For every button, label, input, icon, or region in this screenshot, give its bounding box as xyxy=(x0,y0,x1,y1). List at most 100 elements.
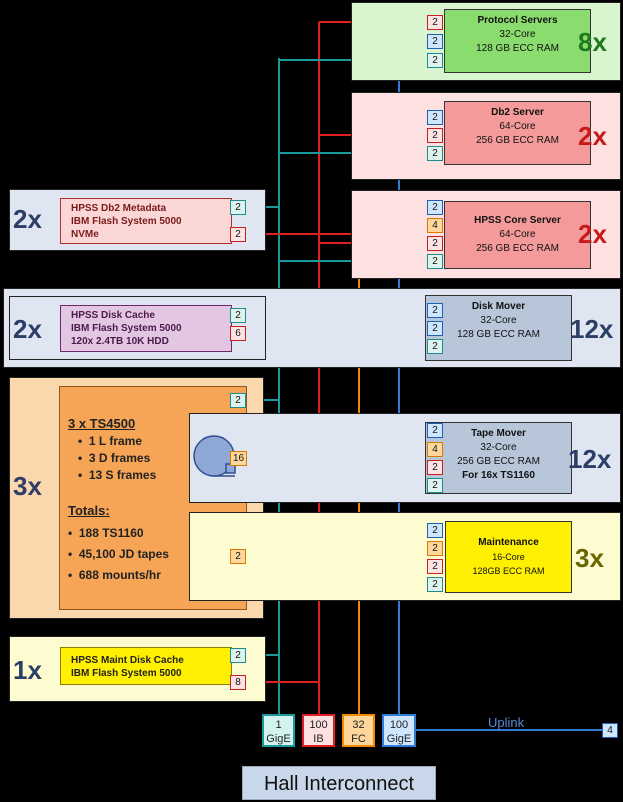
port: 6 xyxy=(230,326,246,341)
port: 2 xyxy=(230,227,246,242)
server-cores: 16-Core xyxy=(492,552,525,562)
storage-multiplier: 2x xyxy=(13,204,42,234)
server-ram: 128GB ECC RAM xyxy=(472,566,545,576)
port: 2 xyxy=(427,339,443,354)
server-multiplier: 2x xyxy=(578,219,607,249)
port: 2 xyxy=(427,53,443,68)
port: 4 xyxy=(427,218,443,233)
port: 2 xyxy=(427,128,443,143)
server-cores: 32-Core xyxy=(480,442,517,453)
port: 2 xyxy=(427,146,443,161)
db2-server-box: Db2 Server 64-Core 256 GB ECC RAM xyxy=(444,101,591,165)
port: 2 xyxy=(427,110,443,125)
server-note: For 16x TS1160 xyxy=(462,470,535,481)
port: 2 xyxy=(427,236,443,251)
server-ram: 128 GB ECC RAM xyxy=(457,329,540,340)
frame-item: • 3 D frames xyxy=(78,451,151,465)
disk-mover-box: Disk Mover 32-Core 128 GB ECC RAM xyxy=(425,295,572,361)
frame-item: • 1 L frame xyxy=(78,434,143,448)
server-title: Maintenance xyxy=(478,537,539,548)
core-server-box: HPSS Core Server 64-Core 256 GB ECC RAM xyxy=(444,201,591,269)
totals-item: • 45,100 JD tapes xyxy=(68,547,169,561)
storage-name: HPSS Disk Cache xyxy=(71,310,155,321)
port: 2 xyxy=(230,648,246,663)
totals-item: • 688 mounts/hr xyxy=(68,568,161,582)
storage-name: HPSS Maint Disk Cache xyxy=(71,655,184,666)
storage-detail: NVMe xyxy=(71,229,99,240)
server-cores: 32-Core xyxy=(480,315,517,326)
port: 2 xyxy=(427,321,443,336)
server-title: Protocol Servers xyxy=(477,15,558,26)
port: 16 xyxy=(230,451,247,466)
port: 2 xyxy=(427,541,443,556)
port: 2 xyxy=(230,549,246,564)
server-multiplier: 2x xyxy=(578,121,607,151)
port: 2 xyxy=(230,308,246,323)
port: 2 xyxy=(427,254,443,269)
core-server-panel: HPSS Core Server 64-Core 256 GB ECC RAM … xyxy=(351,190,621,279)
totals-list: • 188 TS1160 • 45,100 JD tapes • 688 mou… xyxy=(68,523,169,586)
server-multiplier: 8x xyxy=(578,27,607,57)
server-ram: 256 GB ECC RAM xyxy=(476,243,559,254)
port: 2 xyxy=(427,423,443,438)
port: 8 xyxy=(230,675,246,690)
port: 2 xyxy=(230,393,246,408)
maint-disk-cache-box: HPSS Maint Disk Cache IBM Flash System 5… xyxy=(60,647,232,685)
port: 2 xyxy=(427,523,443,538)
library-multiplier: 3x xyxy=(13,471,42,501)
disk-cache-box: HPSS Disk Cache IBM Flash System 5000 12… xyxy=(60,305,232,352)
server-multiplier: 12x xyxy=(568,444,612,474)
totals-item: • 188 TS1160 xyxy=(68,526,144,540)
port: 2 xyxy=(427,460,443,475)
db2-server-panel: Db2 Server 64-Core 256 GB ECC RAM 2x xyxy=(351,92,621,180)
server-ram: 256 GB ECC RAM xyxy=(476,135,559,146)
protocol-servers-box: Protocol Servers 32-Core 128 GB ECC RAM xyxy=(444,9,591,73)
library-title: 3 x TS4500 xyxy=(68,416,136,431)
tape-mover-panel: Tape Mover 32-Core 256 GB ECC RAM For 16… xyxy=(189,413,621,503)
port: 2 xyxy=(427,303,443,318)
disk-cache-panel: HPSS Disk Cache IBM Flash System 5000 12… xyxy=(9,296,266,360)
port: 2 xyxy=(427,478,443,493)
server-title: Tape Mover xyxy=(471,428,526,439)
protocol-servers-panel: Protocol Servers 32-Core 128 GB ECC RAM … xyxy=(351,2,621,81)
server-ram: 128 GB ECC RAM xyxy=(476,43,559,54)
server-title: Disk Mover xyxy=(471,301,526,312)
hall-interconnect: Hall Interconnect xyxy=(242,766,436,800)
storage-detail: 120x 2.4TB 10K HDD xyxy=(71,336,169,347)
db2-metadata-panel: HPSS Db2 Metadata IBM Flash System 5000 … xyxy=(9,189,266,251)
port: 2 xyxy=(427,200,443,215)
maintenance-panel: Maintenance 16-Core 128GB ECC RAM 3x xyxy=(189,512,621,601)
storage-model: IBM Flash System 5000 xyxy=(71,668,182,679)
port: 2 xyxy=(427,34,443,49)
server-title: Db2 Server xyxy=(491,107,544,118)
server-title: HPSS Core Server xyxy=(474,215,561,226)
tape-mover-box: Tape Mover 32-Core 256 GB ECC RAM For 16… xyxy=(425,422,572,494)
server-multiplier: 12x xyxy=(570,314,614,344)
storage-model: IBM Flash System 5000 xyxy=(71,323,182,334)
storage-name: HPSS Db2 Metadata xyxy=(71,203,167,214)
maintenance-box: Maintenance 16-Core 128GB ECC RAM xyxy=(445,521,572,593)
storage-multiplier: 2x xyxy=(13,314,42,344)
server-multiplier: 3x xyxy=(575,543,604,573)
server-cores: 32-Core xyxy=(499,29,536,40)
totals-title: Totals: xyxy=(68,503,110,518)
storage-model: IBM Flash System 5000 xyxy=(71,216,182,227)
db2-metadata-box: HPSS Db2 Metadata IBM Flash System 5000 … xyxy=(60,198,232,244)
port: 2 xyxy=(427,559,443,574)
port: 2 xyxy=(230,200,246,215)
port: 2 xyxy=(427,577,443,592)
server-ram: 256 GB ECC RAM xyxy=(457,456,540,467)
uplink-label: Uplink xyxy=(488,715,525,730)
server-cores: 64-Core xyxy=(499,121,536,132)
server-cores: 64-Core xyxy=(499,229,536,240)
uplink-port: 4 xyxy=(602,723,618,738)
frame-item: • 13 S frames xyxy=(78,468,157,482)
port: 4 xyxy=(427,442,443,457)
port: 2 xyxy=(427,15,443,30)
storage-multiplier: 1x xyxy=(13,655,42,685)
frame-list: • 1 L frame • 3 D frames • 13 S frames xyxy=(78,433,156,484)
